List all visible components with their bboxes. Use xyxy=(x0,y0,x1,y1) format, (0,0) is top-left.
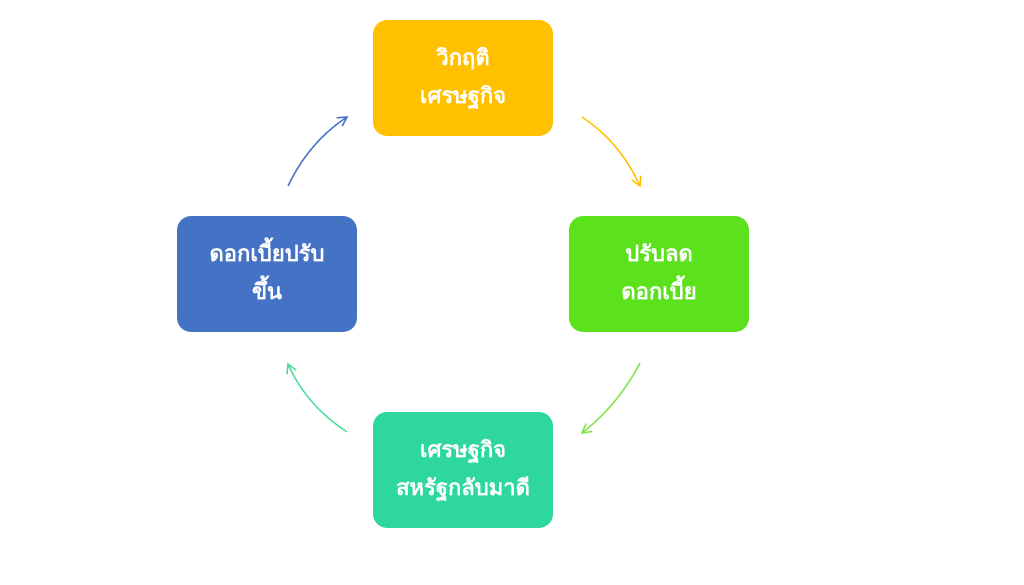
node-us-economy-recovers: เศรษฐกิจ สหรัฐกลับมาดี xyxy=(373,412,553,528)
arrow-bottom-to-left xyxy=(286,362,348,433)
node-us-economy-recovers-line-2: สหรัฐกลับมาดี xyxy=(396,476,530,501)
node-rate-hike-line-1: ดอกเบี้ยปรับ xyxy=(209,242,325,267)
node-economic-crisis: วิกฤติ เศรษฐกิจ xyxy=(373,20,553,136)
node-rate-hike-line-2: ขึ้น xyxy=(251,280,283,305)
node-rate-cut-line-1: ปรับลด xyxy=(625,242,693,267)
arrow-top-to-right xyxy=(581,116,642,188)
node-rate-hike: ดอกเบี้ยปรับ ขึ้น xyxy=(177,216,357,332)
node-rate-cut-line-2: ดอกเบี้ย xyxy=(621,280,697,305)
node-rate-cut: ปรับลด ดอกเบี้ย xyxy=(569,216,749,332)
node-us-economy-recovers-line-1: เศรษฐกิจ xyxy=(419,438,507,463)
node-economic-crisis-line-2: เศรษฐกิจ xyxy=(419,84,507,109)
arrow-left-to-top xyxy=(287,116,349,187)
arrow-right-to-bottom xyxy=(580,362,641,435)
node-economic-crisis-line-1: วิกฤติ xyxy=(436,46,490,71)
